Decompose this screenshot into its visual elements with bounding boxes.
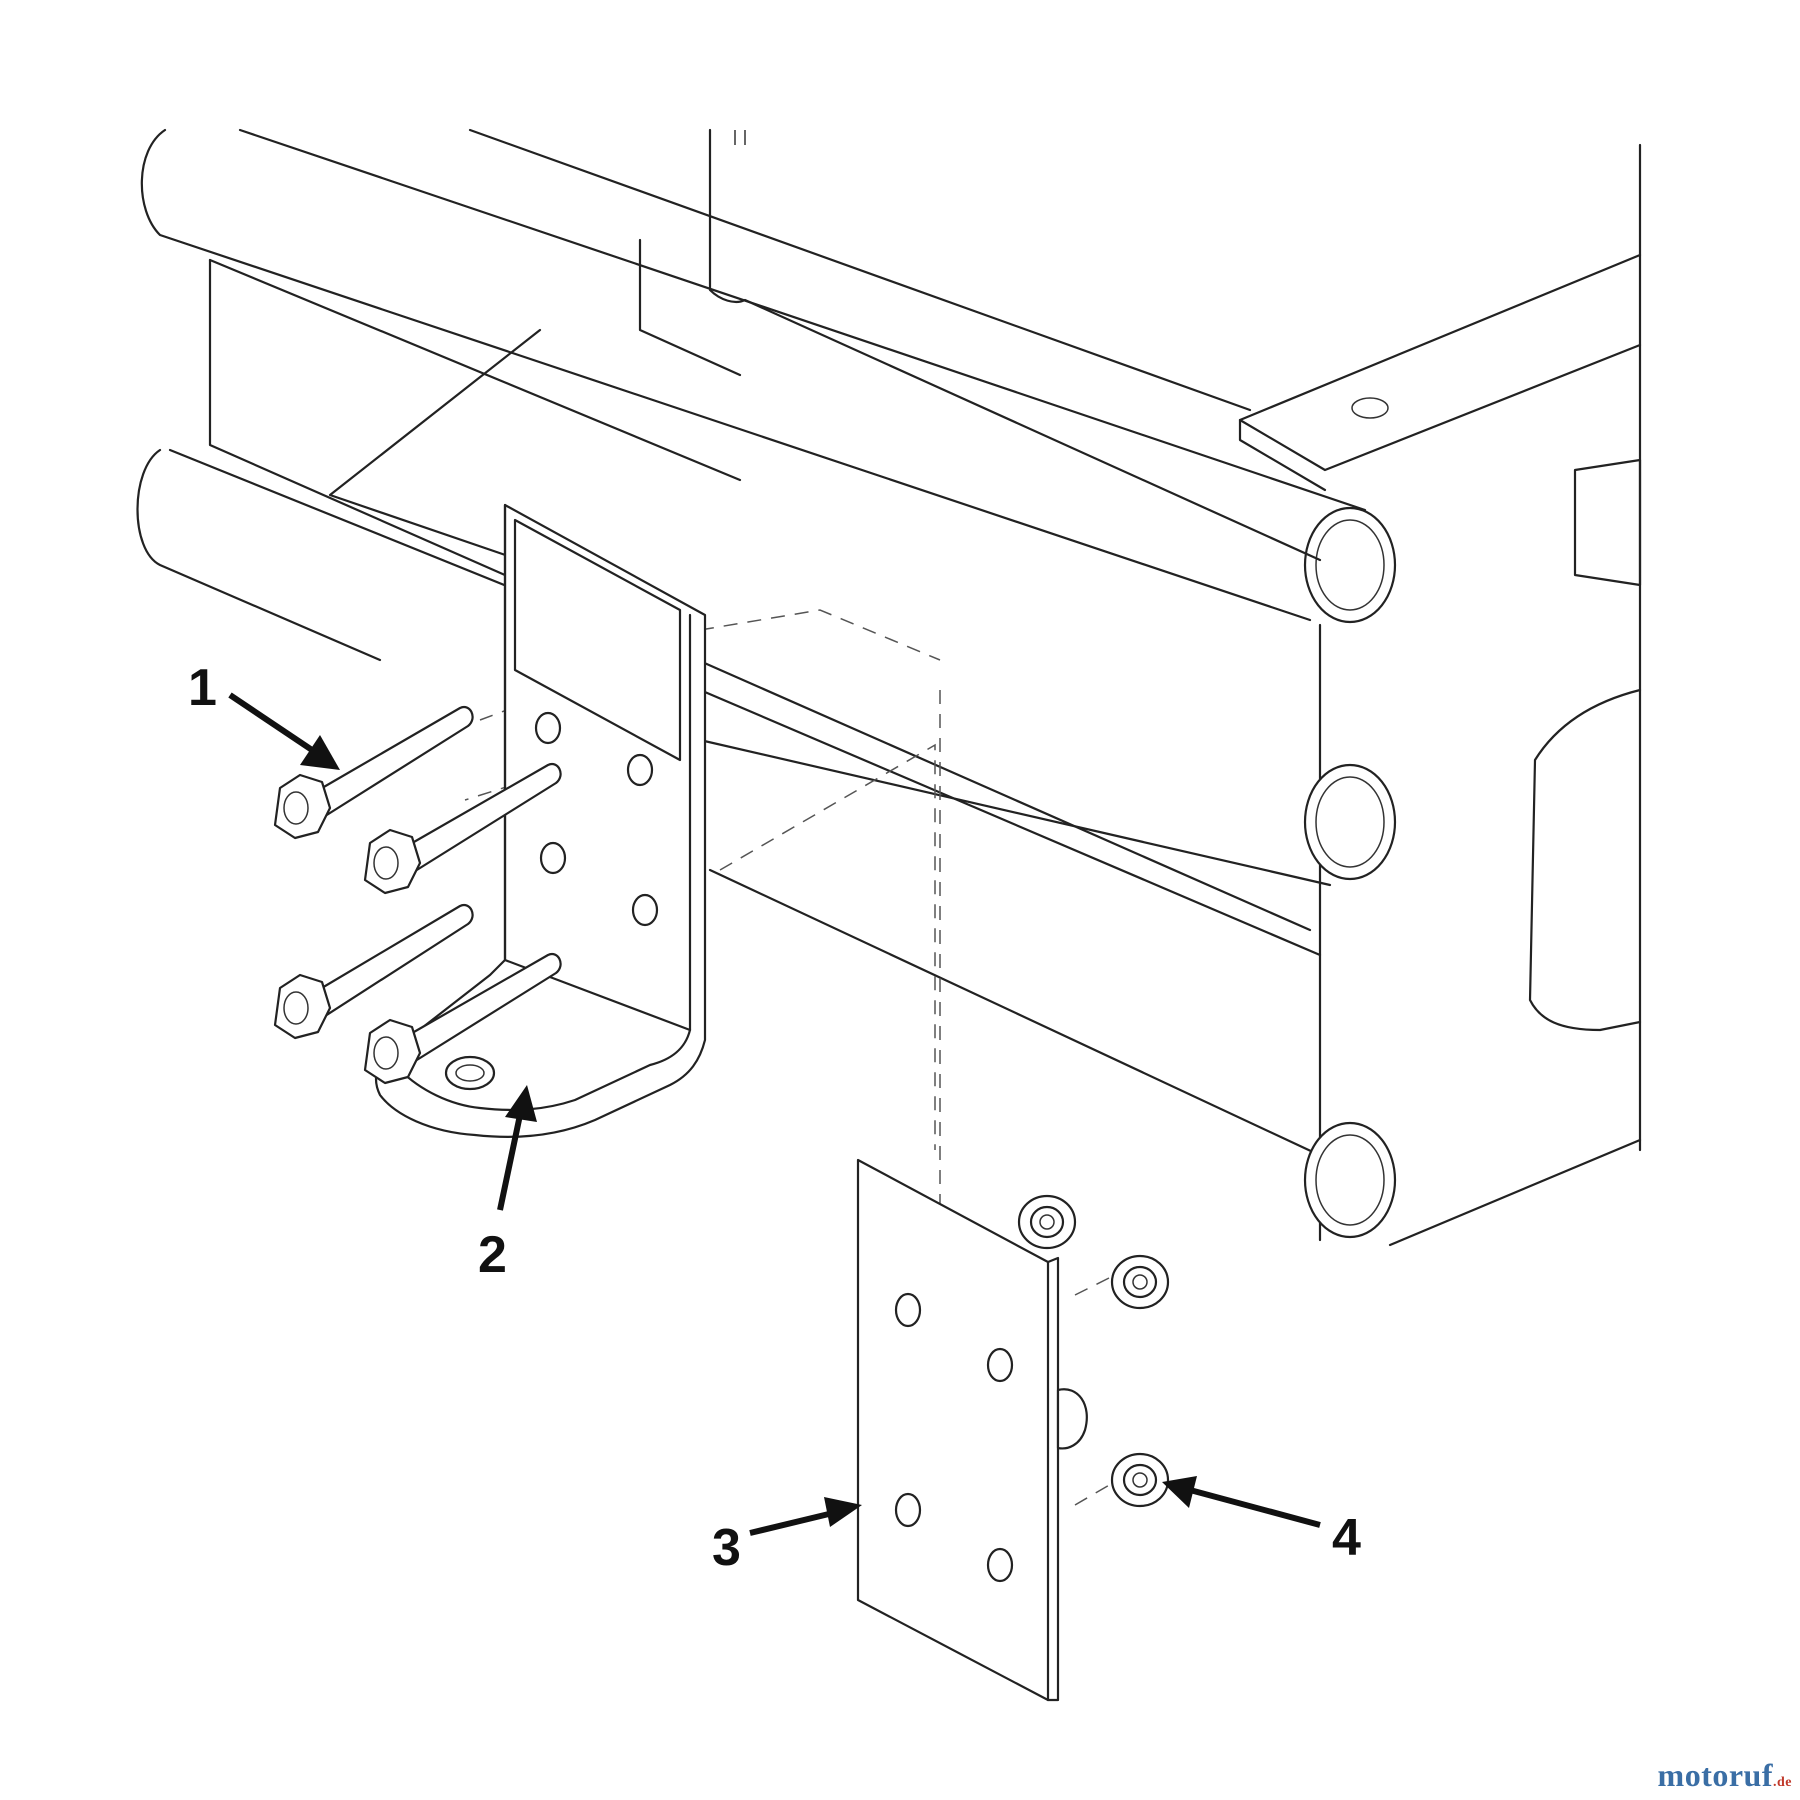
middle-tube <box>136 128 1397 887</box>
lower-tube <box>628 658 1397 1239</box>
backing-plate <box>856 1158 1060 1702</box>
arrow-2 <box>497 1085 537 1211</box>
bolts <box>273 705 562 1085</box>
bolt-1 <box>273 705 474 840</box>
frame-body <box>734 130 1642 1247</box>
bolt-4 <box>363 952 562 1085</box>
arrow-1 <box>228 692 340 770</box>
watermark-logo: motoruf.de <box>1658 1757 1792 1794</box>
watermark-suffix: .de <box>1773 1775 1792 1790</box>
callout-arrows <box>228 692 1321 1536</box>
arrow-4 <box>1162 1476 1321 1528</box>
callout-4: 4 <box>1332 1509 1361 1567</box>
watermark-main: motoruf <box>1657 1757 1773 1793</box>
nut-2 <box>1110 1254 1170 1310</box>
callout-1: 1 <box>188 659 217 717</box>
flange-nuts <box>1017 1194 1170 1508</box>
nut-1 <box>1017 1194 1077 1250</box>
bolt-2 <box>363 762 562 895</box>
arrow-3 <box>749 1497 862 1536</box>
callout-2: 2 <box>478 1226 507 1284</box>
callout-3: 3 <box>712 1519 741 1577</box>
nut-3 <box>1056 1388 1088 1450</box>
nut-4 <box>1110 1452 1170 1508</box>
upper-tube <box>140 128 1397 624</box>
inner-frame <box>208 238 1312 932</box>
bolt-3 <box>273 903 474 1040</box>
callout-labels: 1 2 3 4 <box>188 659 1361 1577</box>
